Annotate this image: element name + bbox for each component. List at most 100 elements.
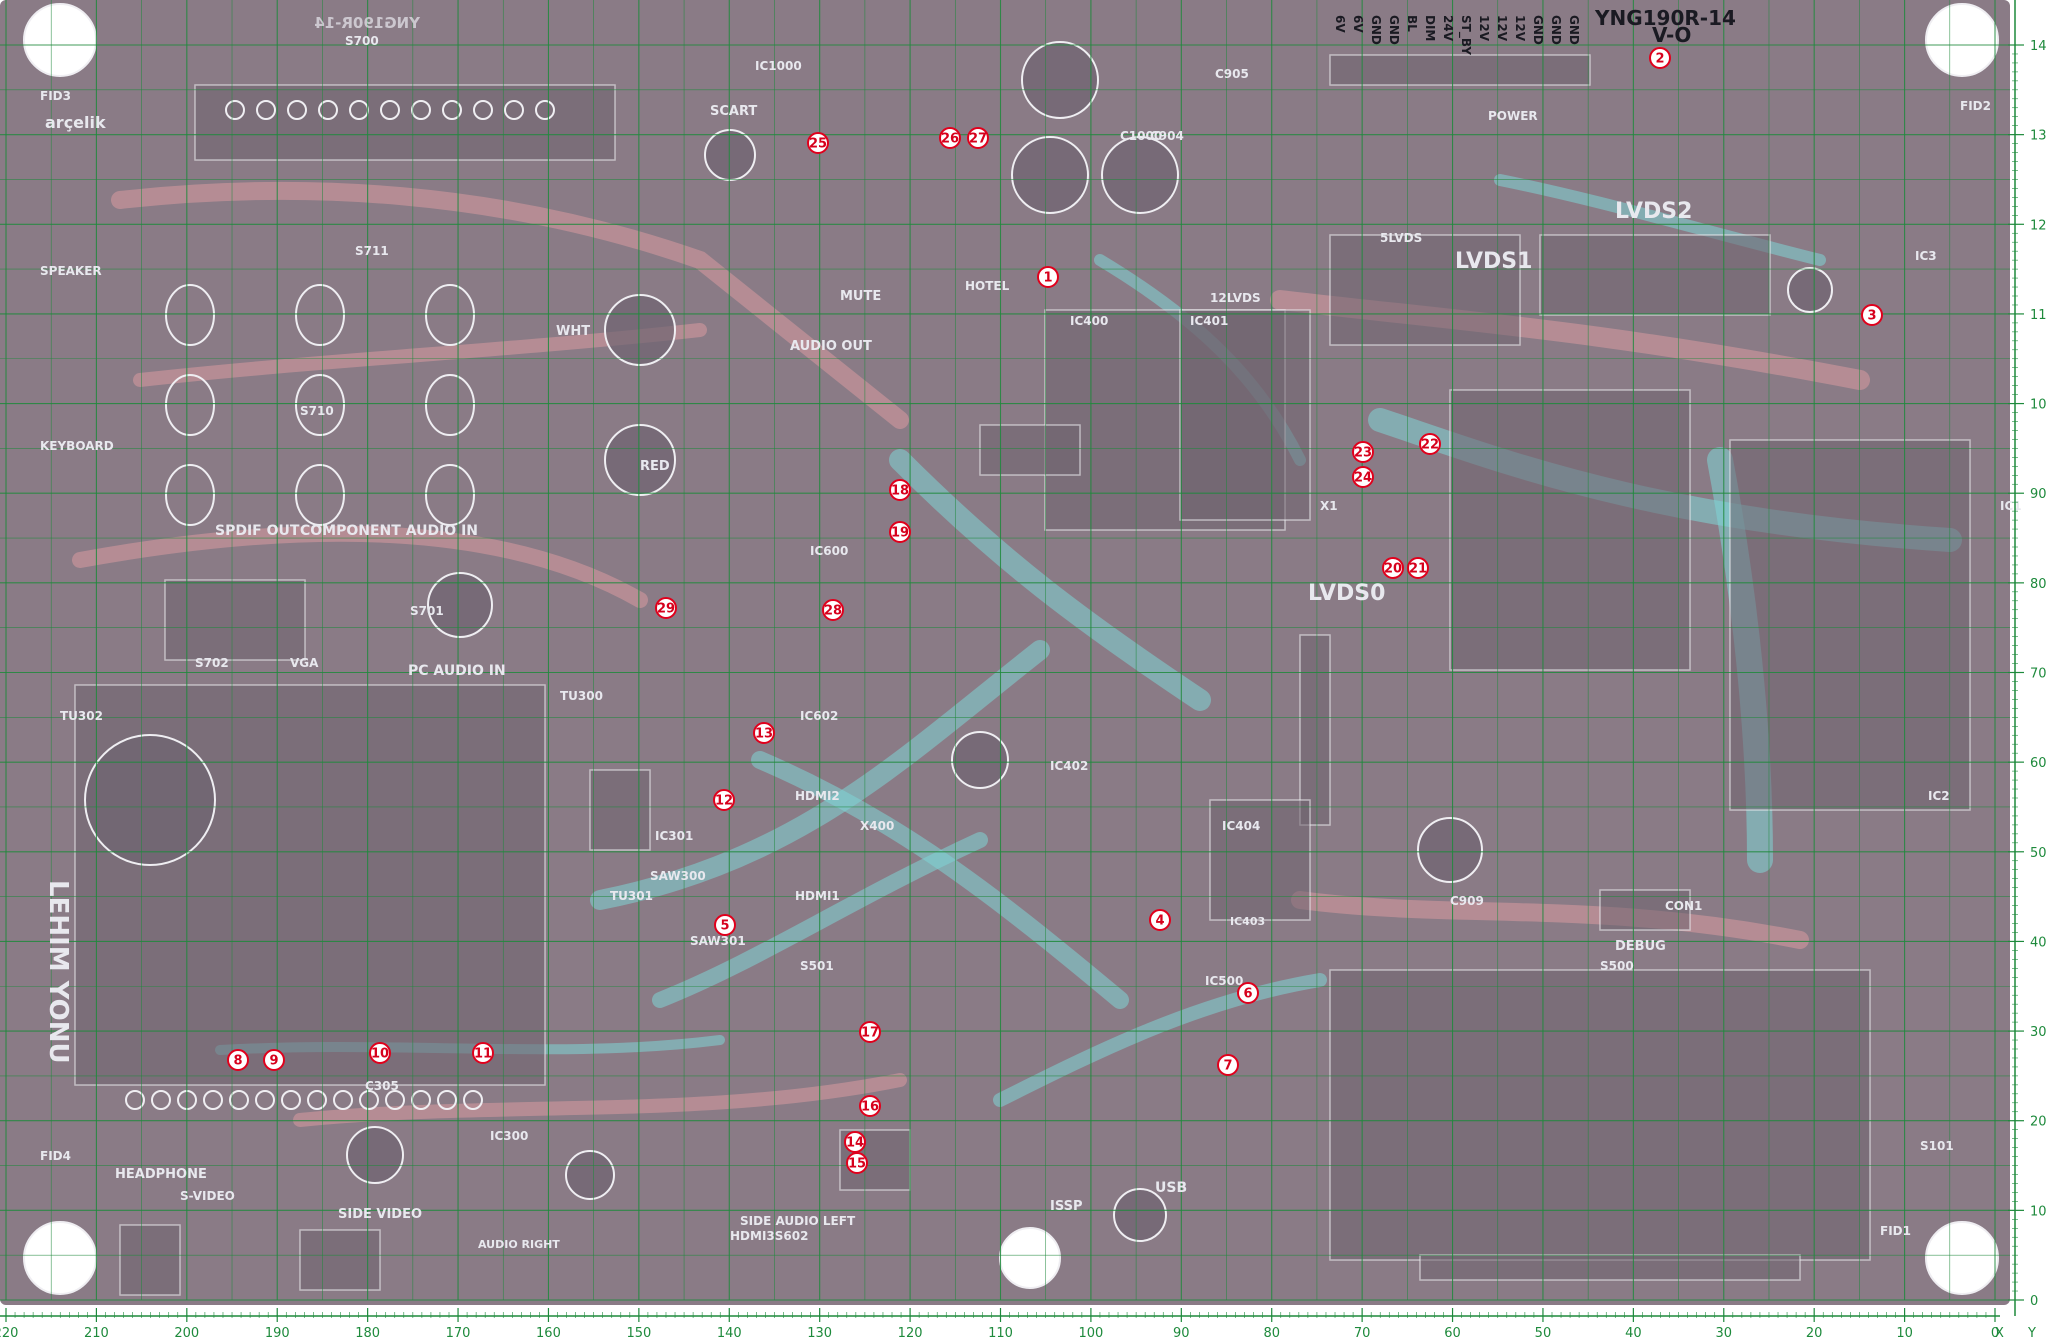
pin-label-0: 6V (1333, 15, 1347, 33)
trace-layer (72, 174, 1962, 1127)
label-spdif: SPDIF OUT (215, 523, 300, 539)
pin-label-9: 12V (1495, 15, 1509, 42)
tuner-pin-8 (333, 1090, 353, 1110)
s500-connector (1329, 969, 1871, 1261)
x-tick-100: 100 (1078, 1326, 1103, 1341)
av-jack-0-1 (295, 284, 345, 346)
scart-pin-1 (256, 100, 276, 120)
marker-17 (859, 1021, 881, 1043)
marker-15 (846, 1152, 868, 1174)
label-x1: X1 (1320, 499, 1338, 513)
marker-9 (263, 1049, 285, 1071)
ic301-block (589, 769, 651, 851)
label-tu300: TU300 (560, 689, 603, 703)
scart-cap (704, 129, 756, 181)
x-tick-220: 220 (0, 1326, 18, 1341)
x-tick-30: 30 (1715, 1326, 1732, 1341)
marker-18 (889, 479, 911, 501)
x-tick-130: 130 (807, 1326, 832, 1341)
label-ic402: IC402 (1050, 759, 1088, 773)
trace-12 (993, 973, 1327, 1107)
label-s701: S701 (410, 604, 444, 618)
vga-connector (164, 579, 306, 661)
y-tick-10: 10 (2030, 1204, 2046, 1219)
label-wht: WHT (556, 324, 590, 339)
x-tick-40: 40 (1625, 1326, 1642, 1341)
trace-8 (751, 751, 1129, 1009)
label-hdmi3: HDMI3S602 (730, 1229, 808, 1243)
marker-label-2: 2 (1655, 52, 1664, 67)
rca-red (604, 424, 676, 496)
y-axis-label: Y (2027, 1326, 2036, 1341)
marker-label-4: 4 (1155, 914, 1164, 929)
label-tu301: TU301 (610, 889, 653, 903)
x-tick-140: 140 (717, 1326, 742, 1341)
label-hdmi2: HDMI2 (795, 789, 840, 803)
marker-5 (714, 914, 736, 936)
mount-hole-tl (23, 3, 97, 77)
marker-19 (889, 521, 911, 543)
marker-16 (859, 1095, 881, 1117)
marker-2 (1649, 47, 1671, 69)
tuner-pin-9 (359, 1090, 379, 1110)
power-connector (1329, 54, 1591, 86)
grid-layer (0, 0, 2010, 1301)
y-tick-40: 40 (2030, 935, 2046, 950)
label-scart: SCART (710, 104, 757, 119)
x-tick-150: 150 (626, 1326, 651, 1341)
pin-label-12: GND (1549, 15, 1563, 45)
marker-29 (655, 597, 677, 619)
component-layer (23, 3, 1999, 1296)
marker-14 (844, 1131, 866, 1153)
av-jack-2-1 (295, 464, 345, 526)
scart-pin-8 (473, 100, 493, 120)
tuner-pin-3 (203, 1090, 223, 1110)
label-mute: MUTE (840, 289, 881, 304)
vga-connector-top (194, 84, 616, 161)
scart-pin-3 (318, 100, 338, 120)
label-fid3: FID3 (40, 89, 71, 103)
pin-label-1: 6V (1351, 15, 1365, 33)
marker-3 (1861, 304, 1883, 326)
marker-10 (369, 1042, 391, 1064)
y-tick-110: 110 (2030, 308, 2046, 323)
label-c305: C305 (365, 1079, 399, 1093)
lvds0-header (1299, 634, 1331, 826)
marker-label-9: 9 (269, 1054, 278, 1069)
marker-label-3: 3 (1867, 309, 1876, 324)
label-issp: ISSP (1050, 1199, 1083, 1214)
marker-25 (807, 132, 829, 154)
capacitor-c305 (346, 1126, 404, 1184)
marker-6 (1237, 982, 1259, 1004)
solder-direction: LEHIM YONU (43, 880, 73, 1064)
y-tick-130: 130 (2030, 129, 2046, 144)
marker-1 (1037, 266, 1059, 288)
pc-audio-jack (427, 572, 493, 638)
x-tick-50: 50 (1535, 1326, 1552, 1341)
pin-label-6: 24V (1441, 15, 1455, 42)
pin-label-10: 12V (1513, 15, 1527, 42)
marker-label-26: 26 (941, 132, 959, 147)
label-saw300: SAW300 (650, 869, 706, 883)
usb-cap (1113, 1188, 1167, 1242)
x-tick-90: 90 (1173, 1326, 1190, 1341)
tuner-pin-6 (281, 1090, 301, 1110)
label-c1000: C1000 (1120, 129, 1162, 143)
label-side_audio_left: SIDE AUDIO LEFT (740, 1214, 856, 1228)
marker-4 (1149, 909, 1171, 931)
x-tick-80: 80 (1263, 1326, 1280, 1341)
bottom-header (1419, 1254, 1801, 1281)
label-ic404: IC404 (1222, 819, 1260, 833)
marker-label-17: 17 (861, 1026, 879, 1041)
x-tick-180: 180 (355, 1326, 380, 1341)
marker-label-12: 12 (715, 794, 733, 809)
capacitor-c1000b (1101, 136, 1179, 214)
marker-21 (1407, 557, 1429, 579)
x-tick-110: 110 (988, 1326, 1013, 1341)
mount-hole-br (1925, 1221, 1999, 1295)
scart-pin-5 (380, 100, 400, 120)
